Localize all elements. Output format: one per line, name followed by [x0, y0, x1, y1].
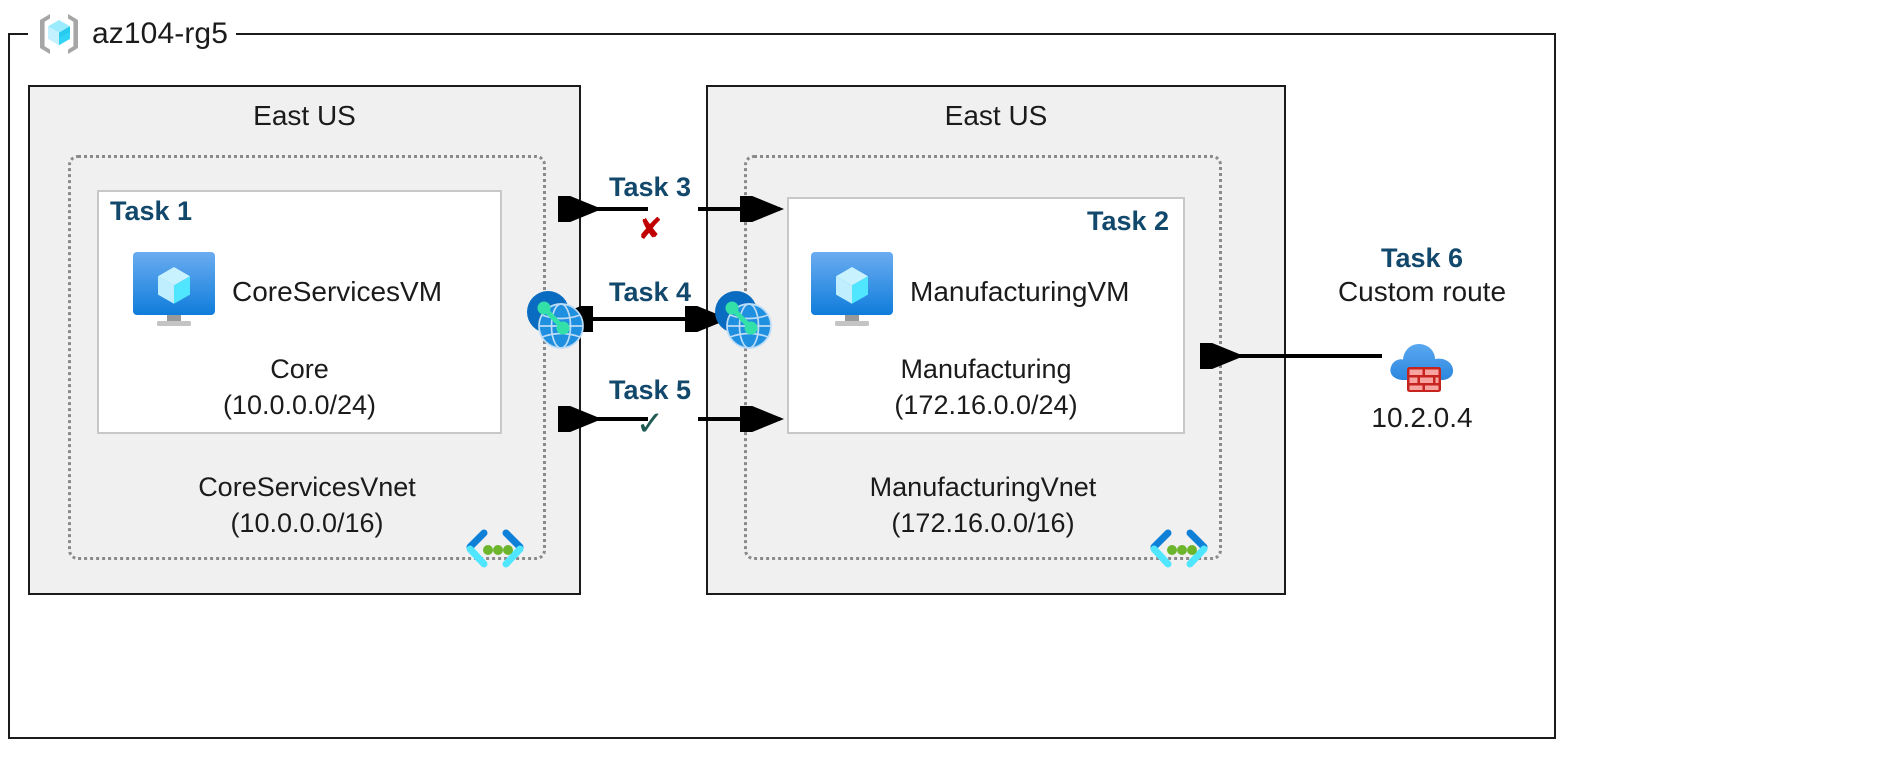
firewall-cloud-icon — [1384, 334, 1460, 398]
vm-left: CoreServicesVM — [130, 250, 442, 333]
vm-name-left: CoreServicesVM — [232, 275, 443, 307]
task-1-label: Task 1 — [110, 196, 193, 226]
subnet-cidr-left: (10.0.0.0/24) — [222, 389, 377, 420]
vnet-cidr-left: (10.0.0.0/16) — [230, 507, 384, 538]
firewall-ip-address: 10.2.0.4 — [1371, 402, 1473, 433]
resource-group-boundary — [8, 33, 1556, 739]
task-6-connector — [1200, 343, 1382, 369]
resource-group-name: az104-rg5 — [92, 17, 228, 50]
subnet-name-text-left: Core — [270, 354, 329, 384]
task-4-label: Task 4 — [608, 277, 692, 307]
vnet-peering-globe-icon-left — [521, 285, 589, 353]
subnet-code-brackets-icon-right — [1148, 528, 1210, 572]
subnet-name-left: Core (10.0.0.0/24) — [97, 352, 502, 423]
task-3-cross-icon: ✘ — [637, 213, 663, 246]
task-5-label: Task 5 — [608, 375, 692, 405]
task-2-label: Task 2 — [1087, 206, 1170, 236]
vnet-name-right: ManufacturingVnet (172.16.0.0/16) — [744, 470, 1222, 541]
region-label-left: East US — [253, 100, 356, 131]
task-4-connector — [575, 306, 729, 332]
resource-group-header: az104-rg5 — [28, 14, 236, 54]
subnet-box-left — [97, 190, 502, 434]
task-5-connector — [558, 406, 784, 432]
vnet-peering-globe-icon-right — [709, 285, 777, 353]
subnet-code-brackets-icon-left — [464, 528, 526, 572]
vnet-name-left: CoreServicesVnet (10.0.0.0/16) — [68, 470, 546, 541]
task-6-block: Task 6 Custom route — [1306, 243, 1538, 308]
vnet-name-text-right: ManufacturingVnet — [869, 472, 1097, 502]
virtual-machine-icon — [808, 250, 896, 333]
subnet-name-text-right: Manufacturing — [900, 354, 1072, 384]
virtual-machine-icon — [130, 250, 218, 333]
task-5-check-icon: ✓ — [635, 405, 665, 443]
resource-group-cube-icon — [36, 11, 82, 57]
task-3-label: Task 3 — [608, 172, 692, 202]
task-3-connector — [558, 196, 784, 222]
vm-right: ManufacturingVM — [808, 250, 1129, 333]
vnet-box-left — [68, 155, 546, 560]
task-6-label: Task 6 — [1380, 243, 1464, 273]
task-6-subtitle: Custom route — [1337, 276, 1507, 307]
vm-name-right: ManufacturingVM — [910, 275, 1130, 307]
region-label-right: East US — [944, 100, 1048, 131]
subnet-name-right: Manufacturing (172.16.0.0/24) — [787, 352, 1185, 423]
vnet-name-text-left: CoreServicesVnet — [198, 472, 416, 502]
subnet-cidr-right: (172.16.0.0/24) — [894, 389, 1078, 420]
vnet-cidr-right: (172.16.0.0/16) — [891, 507, 1075, 538]
